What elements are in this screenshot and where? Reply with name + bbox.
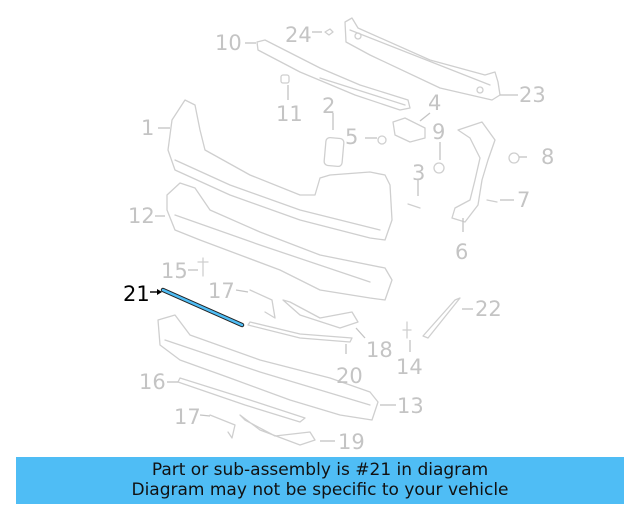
callout-2: 2 (322, 94, 336, 118)
callout-15: 15 (161, 259, 188, 283)
part-14-clip (402, 321, 412, 339)
callout-12: 12 (128, 204, 155, 228)
callout-24: 24 (285, 23, 312, 47)
part-13-lower-diffuser (157, 314, 379, 421)
part-22-side-strip (422, 297, 461, 339)
callout-14: 14 (396, 355, 423, 379)
part-7-screw (486, 199, 498, 203)
part-5-nut (377, 135, 387, 145)
callout-18: 18 (366, 338, 393, 362)
part-15-push-pin (197, 257, 209, 277)
part-8-nut (508, 152, 520, 164)
callout-20: 20 (336, 364, 363, 388)
part-21-highlighted-molding (150, 287, 245, 328)
part-23-reinforcement-beam (344, 17, 501, 101)
part-19-lower-trim (239, 414, 316, 446)
callout-22: 22 (475, 297, 502, 321)
part-17-strip-lower (209, 414, 236, 439)
part-2-cap (323, 136, 345, 168)
part-17-strip-upper (249, 289, 276, 319)
callout-10: 10 (215, 31, 242, 55)
callout-8: 8 (541, 145, 555, 169)
callout-17-lower: 17 (174, 405, 201, 429)
banner-line-part-number: Part or sub-assembly is #21 in diagram (151, 460, 489, 480)
callout-21-highlighted: 21 (123, 282, 150, 306)
part-6-side-bracket (451, 121, 496, 223)
part-10-bracket-strip (256, 39, 411, 111)
callout-6: 6 (455, 240, 469, 264)
callout-16: 16 (139, 370, 166, 394)
part-20-molding (247, 321, 353, 343)
callout-7: 7 (517, 188, 531, 212)
part-11-clip (280, 74, 290, 84)
part-24-bolt (324, 28, 334, 36)
part-18-trim (282, 299, 359, 329)
part-1-bumper-cover (167, 99, 393, 241)
callout-23: 23 (519, 83, 546, 107)
callout-17-upper: 17 (208, 279, 235, 303)
part-12-lower-panel (166, 182, 393, 301)
callout-5: 5 (345, 125, 359, 149)
callout-3: 3 (412, 161, 426, 185)
info-banner: Part or sub-assembly is #21 in diagram D… (16, 457, 624, 504)
callout-19: 19 (338, 430, 365, 454)
callout-4: 4 (428, 91, 442, 115)
callout-13: 13 (397, 394, 424, 418)
part-3-bolt (407, 203, 421, 209)
part-9-clip (433, 162, 445, 174)
banner-line-disclaimer: Diagram may not be specific to your vehi… (131, 480, 509, 500)
callout-11: 11 (276, 102, 303, 126)
callout-1: 1 (141, 116, 155, 140)
callout-9: 9 (432, 120, 446, 144)
part-4-bracket (392, 117, 426, 143)
